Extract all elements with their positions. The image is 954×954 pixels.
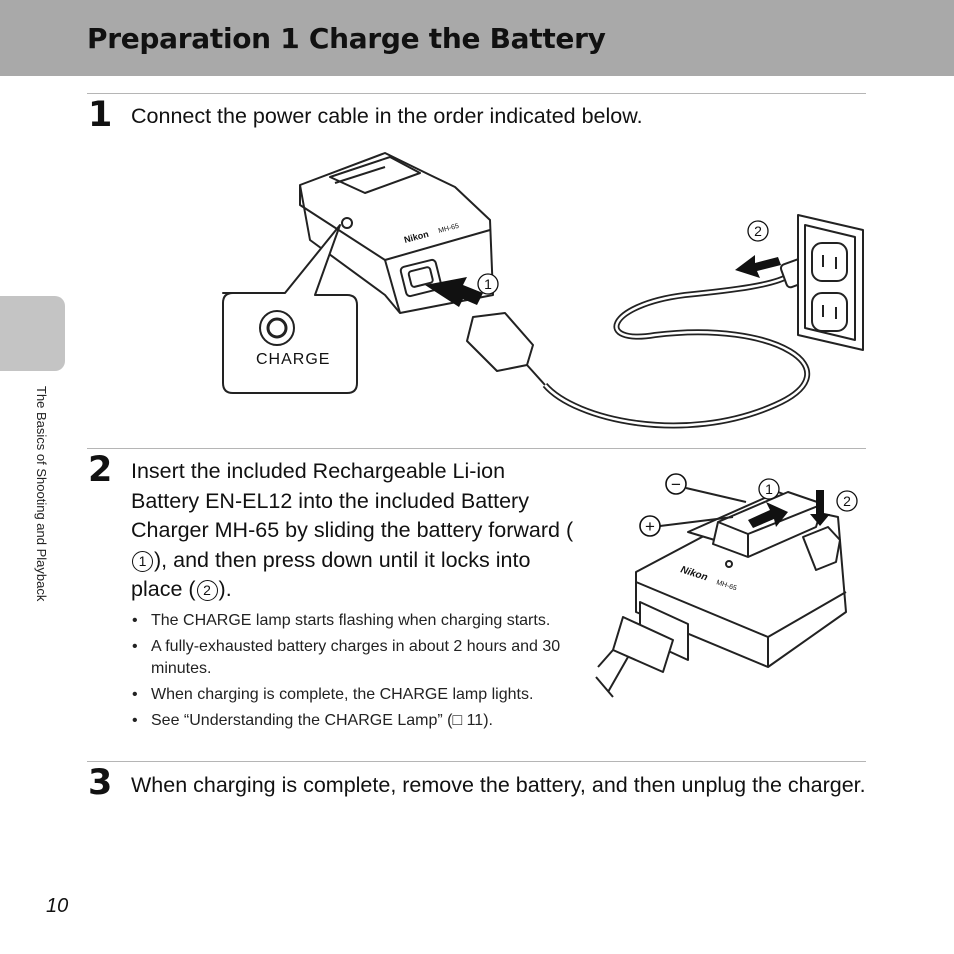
minus-terminal: − bbox=[671, 475, 681, 494]
list-item: See “Understanding the CHARGE Lamp” (□ 1… bbox=[131, 710, 571, 732]
marker-2-inline: 2 bbox=[196, 580, 218, 601]
marker-1: 1 bbox=[765, 481, 773, 497]
header-bar bbox=[0, 0, 954, 76]
chapter-label: The Basics of Shooting and Playback bbox=[34, 386, 49, 602]
step-3-text: When charging is complete, remove the ba… bbox=[131, 773, 866, 797]
step-2-notes: The CHARGE lamp starts flashing when cha… bbox=[131, 610, 571, 736]
section-divider bbox=[87, 448, 866, 449]
step-1-text: Connect the power cable in the order ind… bbox=[131, 104, 643, 128]
section-divider bbox=[87, 761, 866, 762]
section-divider bbox=[87, 93, 866, 94]
list-item: When charging is complete, the CHARGE la… bbox=[131, 684, 571, 706]
step-1-number: 1 bbox=[88, 95, 113, 135]
marker-1: 1 bbox=[484, 276, 492, 292]
charger-cable-illustration: Nikon MH-65 CHARGE 1 2 bbox=[222, 152, 864, 429]
marker-1-inline: 1 bbox=[132, 550, 153, 572]
step-3-number: 3 bbox=[88, 763, 113, 803]
step-2-text: Insert the included Rechargeable Li-ion … bbox=[131, 459, 574, 601]
charge-lamp-label: CHARGE bbox=[256, 351, 330, 368]
list-item: The CHARGE lamp starts flashing when cha… bbox=[131, 610, 571, 632]
marker-2: 2 bbox=[843, 493, 851, 509]
marker-2: 2 bbox=[754, 223, 762, 239]
step-2-number: 2 bbox=[88, 450, 113, 490]
battery-insertion-illustration: − + Nikon MH-65 1 2 bbox=[595, 473, 858, 698]
list-item: A fully-exhausted battery charges in abo… bbox=[131, 636, 571, 680]
chapter-tab bbox=[0, 296, 65, 371]
page-number: 10 bbox=[46, 895, 69, 917]
plus-terminal: + bbox=[645, 517, 655, 536]
page-title: Preparation 1 Charge the Battery bbox=[87, 22, 606, 55]
